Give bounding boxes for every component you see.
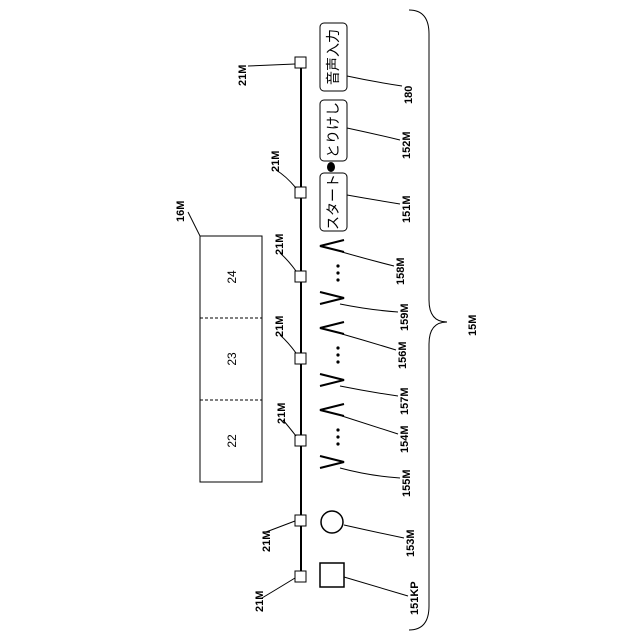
- node-label: 21M: [270, 151, 282, 172]
- less-than-icon[interactable]: [320, 322, 344, 334]
- dot: [336, 346, 339, 349]
- voice-input-button-label: 音声入力: [325, 29, 342, 85]
- square-key-label: 151KP: [409, 581, 421, 615]
- leader-line: [347, 195, 400, 204]
- start-key-label: 151M: [401, 195, 413, 223]
- leader-line: [266, 521, 295, 532]
- key-157-label: 157M: [399, 387, 411, 415]
- leader-line: [262, 578, 295, 598]
- leader-line: [347, 128, 400, 140]
- node-label: 21M: [274, 234, 286, 255]
- panel-label: 16M: [175, 201, 187, 222]
- leader-line: [342, 252, 394, 266]
- node-label: 21M: [261, 531, 273, 552]
- circle-key[interactable]: [321, 511, 343, 533]
- node-square: [295, 515, 306, 526]
- leader-line: [344, 525, 404, 538]
- panel-cell-24: 24: [225, 270, 239, 284]
- key-159-label: 159M: [399, 303, 411, 331]
- dot: [336, 360, 339, 363]
- dot: [336, 428, 339, 431]
- leader-line: [280, 335, 296, 353]
- node-label: 21M: [276, 403, 288, 424]
- node-square: [295, 187, 306, 198]
- node-label: 21M: [274, 316, 286, 337]
- leader-line: [342, 334, 396, 350]
- leader-line: [344, 577, 408, 596]
- dot: [336, 278, 339, 281]
- node-square: [295, 353, 306, 364]
- less-than-icon[interactable]: [320, 240, 344, 252]
- leader-line: [248, 64, 295, 66]
- leader-line: [283, 420, 296, 436]
- key-158-label: 158M: [395, 257, 407, 285]
- leader-line: [280, 253, 296, 271]
- node-square: [295, 435, 306, 446]
- voice-key-label: 180: [403, 86, 415, 104]
- node-square: [295, 271, 306, 282]
- leader-line: [340, 386, 398, 396]
- square-key[interactable]: [320, 563, 344, 587]
- leader-line: [188, 212, 200, 236]
- leader-line: [342, 416, 398, 434]
- leader-line: [340, 304, 398, 312]
- indicator-dot: [327, 162, 335, 172]
- leader-line: [340, 468, 400, 478]
- circle-key-label: 153M: [405, 529, 417, 557]
- greater-than-icon[interactable]: [320, 374, 344, 386]
- dot: [336, 435, 339, 438]
- leader-line: [347, 76, 402, 86]
- bracket-label: 15M: [467, 315, 479, 336]
- node-square: [295, 57, 306, 68]
- key-155-label: 155M: [401, 469, 413, 497]
- node-square: [295, 571, 306, 582]
- node-label: 21M: [237, 65, 249, 86]
- dot: [336, 442, 339, 445]
- start-button-label: スタート: [326, 174, 342, 230]
- greater-than-icon[interactable]: [320, 456, 344, 468]
- node-label: 21M: [254, 591, 266, 612]
- less-than-icon[interactable]: [320, 404, 344, 416]
- dot: [336, 353, 339, 356]
- greater-than-icon[interactable]: [320, 292, 344, 304]
- erase-key-label: 152M: [401, 131, 413, 159]
- key-154-label: 154M: [399, 425, 411, 453]
- erase-button-label: とりけし: [326, 102, 342, 158]
- dot: [336, 271, 339, 274]
- panel-cell-22: 22: [225, 434, 239, 448]
- panel-cell-23: 23: [225, 352, 239, 366]
- dot: [336, 264, 339, 267]
- key-156-label: 156M: [397, 341, 409, 369]
